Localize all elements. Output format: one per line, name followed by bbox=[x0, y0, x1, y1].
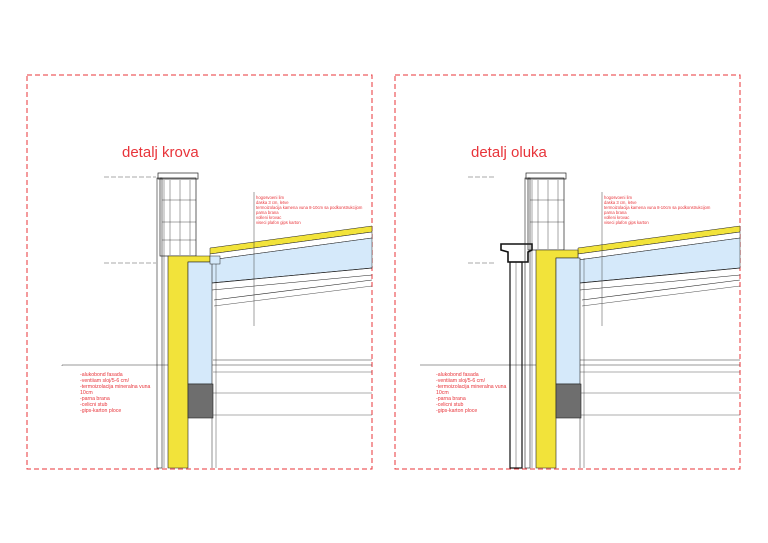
note-line: daska 3 cm, letve bbox=[604, 200, 637, 205]
wall-foam bbox=[555, 257, 581, 385]
facade-cladding bbox=[156, 177, 163, 469]
legend-line: -gips-karton ploce bbox=[436, 408, 477, 414]
note-line: parna brana bbox=[256, 210, 279, 215]
panel-gutter-detail: detalj oluka bbox=[394, 74, 741, 470]
legend-line: 10cm bbox=[80, 390, 93, 396]
panel-roof-detail: detalj krova bbox=[26, 74, 373, 470]
panel-title: detalj krova bbox=[122, 144, 199, 161]
layer-notes: hogosvoeni lim daska 3 cm, letve termoiz… bbox=[256, 195, 363, 225]
layer-legend: -alukobond fasada -ventiiam sloj/5-6 cm/… bbox=[80, 372, 150, 414]
roof-truss-chord bbox=[579, 267, 741, 284]
legend-line: -ventiiam sloj/5-6 cm/ bbox=[436, 378, 486, 384]
legend-line: -gips-karton ploce bbox=[80, 408, 121, 414]
legend-line: -termoizolacija mineralna vuna bbox=[436, 384, 506, 390]
legend-line: -celicni stub bbox=[436, 402, 464, 408]
facade-cladding bbox=[524, 177, 531, 469]
gutter bbox=[500, 243, 533, 263]
note-line: termoizolacija kamena vuna 8-10cm sa pod… bbox=[256, 205, 363, 210]
parapet-cap bbox=[157, 172, 199, 180]
roof-truss-diagonal bbox=[581, 285, 741, 307]
note-line: hogosvoeni lim bbox=[604, 195, 632, 200]
roof-truss-chord bbox=[211, 267, 373, 284]
roof-truss-diagonal bbox=[213, 285, 373, 307]
legend-line: -celicni stub bbox=[80, 402, 108, 408]
legend-line: -parna brana bbox=[80, 396, 110, 402]
panel-frame bbox=[394, 74, 741, 470]
note-line: viseci plafon gips karton bbox=[604, 220, 649, 225]
note-line: viseci plafon gips karton bbox=[256, 220, 301, 225]
legend-line: -parna brana bbox=[436, 396, 466, 402]
roof-truss-diagonal bbox=[213, 279, 373, 301]
parapet-frame bbox=[159, 177, 197, 257]
wall-foam-top bbox=[209, 255, 221, 265]
note-line: daska 3 cm, letve bbox=[256, 200, 289, 205]
legend-line: -termoizolacija mineralna vuna bbox=[80, 384, 150, 390]
layer-notes: hogosvoeni lim daska 3 cm, letve termoiz… bbox=[604, 195, 711, 225]
masonry-block bbox=[555, 383, 582, 419]
panel-frame bbox=[26, 74, 373, 470]
panel-title: detalj oluka bbox=[471, 144, 548, 161]
masonry-block bbox=[187, 383, 214, 419]
layer-legend: -alukobond fasada -ventiiam sloj/5-6 cm/… bbox=[436, 372, 506, 414]
note-line: parna brana bbox=[604, 210, 627, 215]
note-line: termoizolacija kamena vuna 8-10cm sa pod… bbox=[604, 205, 711, 210]
wall-foam bbox=[187, 261, 213, 385]
note-line: volleni krovac bbox=[256, 215, 281, 220]
parapet-frame bbox=[527, 177, 565, 251]
roof-truss-diagonal bbox=[581, 279, 741, 301]
legend-line: -alukobond fasada bbox=[436, 372, 479, 378]
legend-line: -alukobond fasada bbox=[80, 372, 123, 378]
parapet-cap bbox=[525, 172, 567, 180]
note-line: hogosvoeni lim bbox=[256, 195, 284, 200]
note-line: volleni krovac bbox=[604, 215, 629, 220]
roof-truss-chord bbox=[579, 274, 741, 291]
legend-line: 10cm bbox=[436, 390, 449, 396]
legend-line: -ventiiam sloj/5-6 cm/ bbox=[80, 378, 130, 384]
roof-truss-chord bbox=[211, 274, 373, 291]
